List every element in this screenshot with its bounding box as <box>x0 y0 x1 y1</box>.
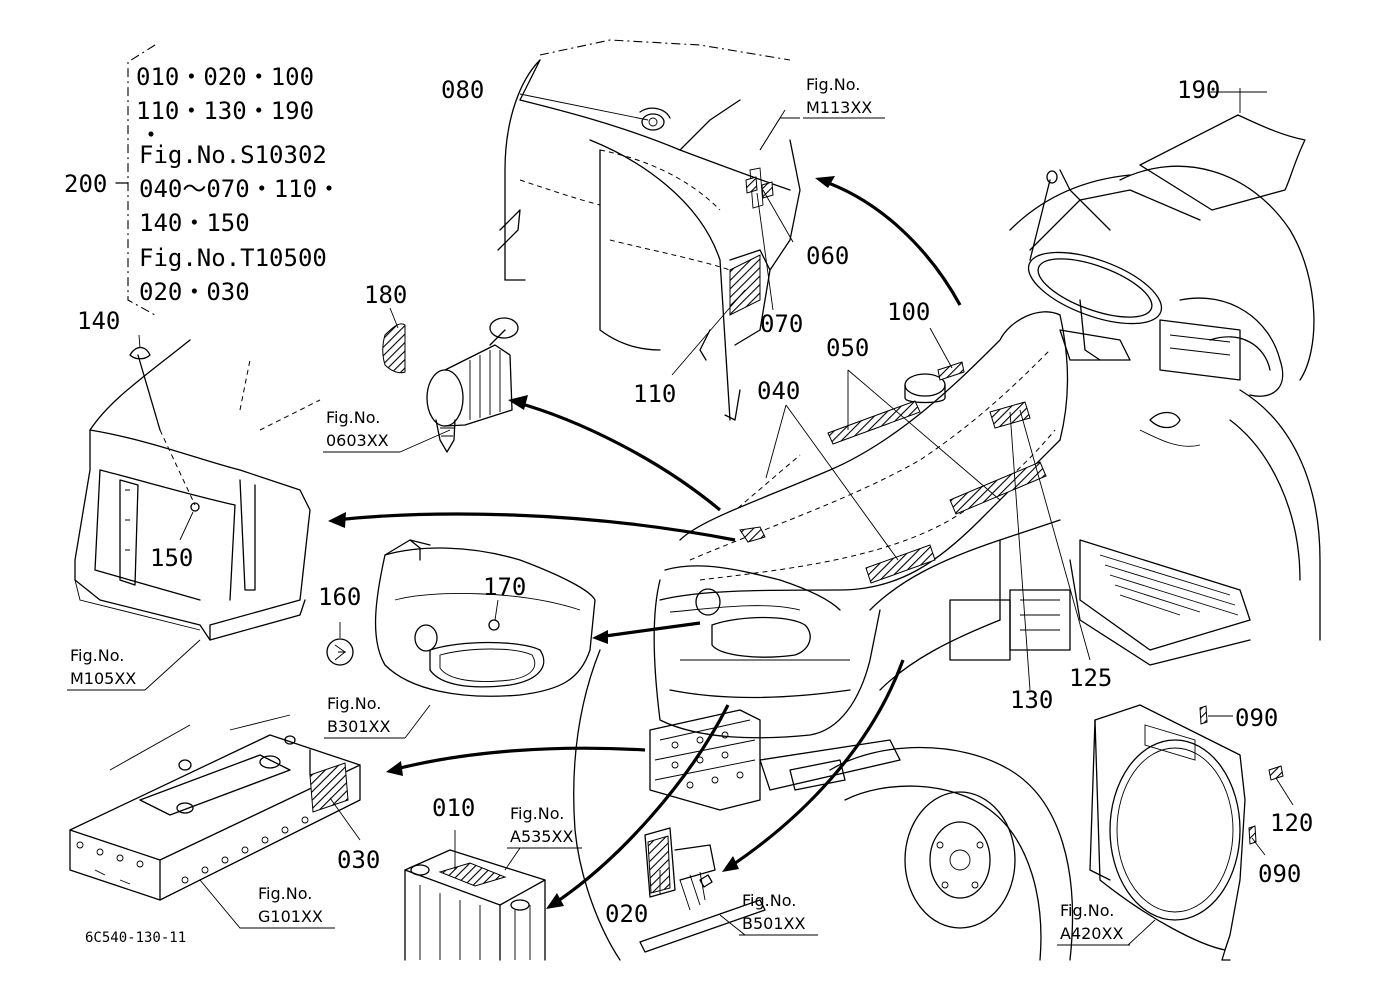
step-plate <box>1069 539 1251 666</box>
callout-160: 160 <box>318 583 361 611</box>
figref-b501-code: B501XX <box>742 914 805 933</box>
legend-line-5: 040～070・110・ <box>139 175 341 203</box>
legend-line-7: Fig.No.T10500 <box>139 244 327 272</box>
figref-b301-code: B301XX <box>327 717 390 736</box>
figref-g101-code: G101XX <box>258 907 323 926</box>
callout-050: 050 <box>826 334 869 362</box>
legend-line-4: Fig.No.S10302 <box>139 141 327 169</box>
figref-a420-code: A420XX <box>1060 924 1123 943</box>
callout-125: 125 <box>1069 664 1112 692</box>
figref-b501-label: Fig.No. <box>742 891 796 910</box>
battery <box>404 849 546 961</box>
floor-mat <box>1139 114 1306 211</box>
legend-line-2: 110・130・190 <box>136 97 314 125</box>
callout-030: 030 <box>337 846 380 874</box>
figure-references: Fig.No. M113XX Fig.No. 0603XX Fig.No. M1… <box>67 75 1130 946</box>
callout-090-bottom: 090 <box>1258 860 1301 888</box>
callout-020: 020 <box>605 900 648 928</box>
callout-100: 100 <box>887 298 930 326</box>
callout-090-top: 090 <box>1235 704 1278 732</box>
callout-120: 120 <box>1270 809 1313 837</box>
legend-line-1: 010・020・100 <box>136 63 314 91</box>
radiator-shroud <box>1089 704 1284 961</box>
legend-line-3: ・ <box>139 121 163 149</box>
reference-arrows <box>328 176 962 909</box>
callout-labels: 080 060 070 110 100 050 040 190 180 140 … <box>77 76 1313 928</box>
callout-110: 110 <box>633 380 676 408</box>
front-frame <box>69 714 361 901</box>
legend-line-8: 020・030 <box>139 278 250 306</box>
front-cover <box>326 539 596 697</box>
figref-0603-code: 0603XX <box>326 431 389 450</box>
callout-180: 180 <box>364 281 407 309</box>
figref-g101-label: Fig.No. <box>258 884 312 903</box>
legend-part-no: 200 <box>64 170 107 198</box>
figref-m105-code: M105XX <box>70 669 136 688</box>
drawing-code: 6C540-130-11 <box>85 930 186 946</box>
callout-170: 170 <box>483 573 526 601</box>
callout-040: 040 <box>757 377 800 405</box>
callout-010: 010 <box>432 794 475 822</box>
figref-0603-label: Fig.No. <box>326 408 380 427</box>
legend-line-6: 140・150 <box>139 209 250 237</box>
air-cleaner <box>382 317 519 453</box>
figref-a535-label: Fig.No. <box>510 804 564 823</box>
front-grille <box>74 339 321 641</box>
figref-m105-label: Fig.No. <box>70 646 124 665</box>
callout-150: 150 <box>150 544 193 572</box>
callout-070: 070 <box>760 310 803 338</box>
callout-060: 060 <box>806 242 849 270</box>
callout-140: 140 <box>77 307 120 335</box>
figref-m113-code: M113XX <box>806 98 872 117</box>
callout-130: 130 <box>1010 686 1053 714</box>
legend-block: 200 010・020・100 110・130・190 ・ Fig.No.S10… <box>64 44 341 316</box>
figref-a420-label: Fig.No. <box>1060 901 1114 920</box>
callout-080: 080 <box>441 76 484 104</box>
figref-m113-label: Fig.No. <box>806 75 860 94</box>
front-bracket <box>649 709 761 811</box>
tractor-body <box>573 165 1321 961</box>
wire-harness <box>639 827 766 953</box>
callout-190: 190 <box>1177 76 1220 104</box>
leader-lines <box>138 88 1294 946</box>
figref-b301-label: Fig.No. <box>327 694 381 713</box>
bonnet-panel <box>497 39 801 421</box>
figref-a535-code: A535XX <box>510 827 573 846</box>
